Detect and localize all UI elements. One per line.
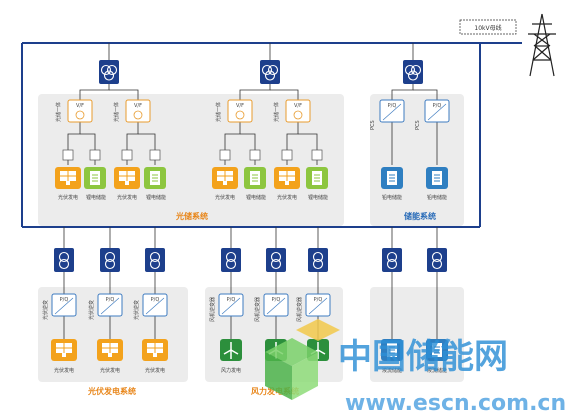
pq-label: P/Q xyxy=(227,297,236,303)
solar-panel-icon xyxy=(113,166,141,190)
solar-panel-icon xyxy=(273,166,301,190)
dc-converter-icon xyxy=(219,149,231,161)
vertical-label: 风机逆变器 xyxy=(209,297,216,322)
device-label: 液流储能 xyxy=(382,367,402,374)
device-label: 锂电储能 xyxy=(246,194,266,201)
dc-converter-icon xyxy=(121,149,133,161)
pq-label: P/Q xyxy=(151,297,160,303)
pq-converter-icon: P/Q xyxy=(218,293,244,317)
device-label: 锂电储能 xyxy=(86,194,106,201)
pq-converter-icon: P/Q xyxy=(51,293,77,317)
pq-converter-icon: P/Q xyxy=(142,293,168,317)
system-label: 光储系统 xyxy=(175,211,208,221)
pq-converter-icon: P/Q xyxy=(263,293,289,317)
vertical-label: 光伏逆变 xyxy=(42,300,49,320)
battery-icon xyxy=(380,166,404,190)
vertical-label: PCS xyxy=(415,120,421,130)
vertical-label: 光储一体 xyxy=(273,102,280,122)
vertical-label: 光储一体 xyxy=(113,102,120,122)
vertical-label: 光伏逆变 xyxy=(88,300,95,320)
battery-icon xyxy=(425,166,449,190)
battery-icon xyxy=(243,166,267,190)
device-label: 光伏发电 xyxy=(117,194,137,201)
pq-label: P/Q xyxy=(388,103,397,109)
solar-panel-icon xyxy=(54,166,82,190)
pq-label: P/Q xyxy=(106,297,115,303)
transformer-icon xyxy=(402,43,424,85)
transformer-icon xyxy=(98,43,120,85)
solar-panel-icon xyxy=(50,338,78,362)
device-label: 锂电储能 xyxy=(146,194,166,201)
battery-icon xyxy=(83,166,107,190)
vf-label: V/F xyxy=(134,103,142,109)
transformer-icon xyxy=(53,247,75,273)
device-label: 锂电储能 xyxy=(308,194,328,201)
vf-converter-icon: V/F xyxy=(285,99,311,123)
vf-label: V/F xyxy=(294,103,302,109)
watermark-logo-icon xyxy=(265,319,340,400)
vf-converter-icon: V/F xyxy=(227,99,253,123)
storage-panel xyxy=(370,94,464,226)
device-label: 风力发电 xyxy=(221,367,241,374)
vertical-label: 风机逆变器 xyxy=(296,297,303,322)
transformer-icon xyxy=(220,247,242,273)
vf-label: V/F xyxy=(236,103,244,109)
wind-turbine-icon xyxy=(219,338,243,362)
dc-converter-icon xyxy=(311,149,323,161)
transmission-tower-icon xyxy=(528,13,556,77)
device-label: 液流储能 xyxy=(427,367,447,374)
vertical-label: PCS xyxy=(370,120,376,130)
battery-icon xyxy=(143,166,167,190)
system-label: 储能系统 xyxy=(403,211,436,221)
dc-converter-icon xyxy=(249,149,261,161)
storage-wiring xyxy=(391,84,438,165)
pq-label: P/Q xyxy=(314,297,323,303)
device-label: 铅电储能 xyxy=(382,194,402,201)
pq-converter-icon: P/Q xyxy=(305,293,331,317)
dc-converter-icon xyxy=(149,149,161,161)
device-label: 光伏发电 xyxy=(58,194,78,201)
solar-panel-icon xyxy=(141,338,169,362)
grid-label: 10kV母线 xyxy=(474,24,501,32)
watermark-title: 中国储能网 xyxy=(338,337,508,377)
pv-storage-panel xyxy=(38,94,344,226)
pq-label: P/Q xyxy=(272,297,281,303)
dc-converter-icon xyxy=(281,149,293,161)
dc-converter-icon xyxy=(62,149,74,161)
grid-label-box xyxy=(459,19,517,35)
vertical-label: 光储一体 xyxy=(55,102,62,122)
device-label: 光伏发电 xyxy=(277,194,297,201)
transformer-icon xyxy=(144,247,166,273)
watermark-url: www.escn.com.cn xyxy=(345,391,566,416)
solar-panel-icon xyxy=(96,338,124,362)
vertical-label: 风机逆变器 xyxy=(254,297,261,322)
pq-label: P/Q xyxy=(433,103,442,109)
battery-icon xyxy=(305,166,329,190)
transformer-icon xyxy=(99,247,121,273)
pq-converter-icon: P/Q xyxy=(379,99,405,123)
transformer-icon xyxy=(381,247,403,273)
vf-converter-icon: V/F xyxy=(67,99,93,123)
vertical-label: 光伏逆变 xyxy=(133,300,140,320)
pq-converter-icon: P/Q xyxy=(97,293,123,317)
pq-converter-icon: P/Q xyxy=(424,99,450,123)
vf-label: V/F xyxy=(76,103,84,109)
device-label: 光伏发电 xyxy=(54,367,74,374)
transformer-icon xyxy=(426,247,448,273)
vf-converter-icon: V/F xyxy=(125,99,151,123)
transformer-icon xyxy=(259,43,281,85)
system-label: 光伏发电系统 xyxy=(87,386,136,396)
device-label: 光伏发电 xyxy=(145,367,165,374)
solar-panel-icon xyxy=(211,166,239,190)
pq-label: P/Q xyxy=(60,297,69,303)
transformer-icon xyxy=(307,247,329,273)
dc-converter-icon xyxy=(89,149,101,161)
device-label: 光伏发电 xyxy=(100,367,120,374)
device-label: 铅电储能 xyxy=(427,194,447,201)
vertical-label: 光储一体 xyxy=(215,102,222,122)
transformer-icon xyxy=(265,247,287,273)
device-label: 光伏发电 xyxy=(215,194,235,201)
